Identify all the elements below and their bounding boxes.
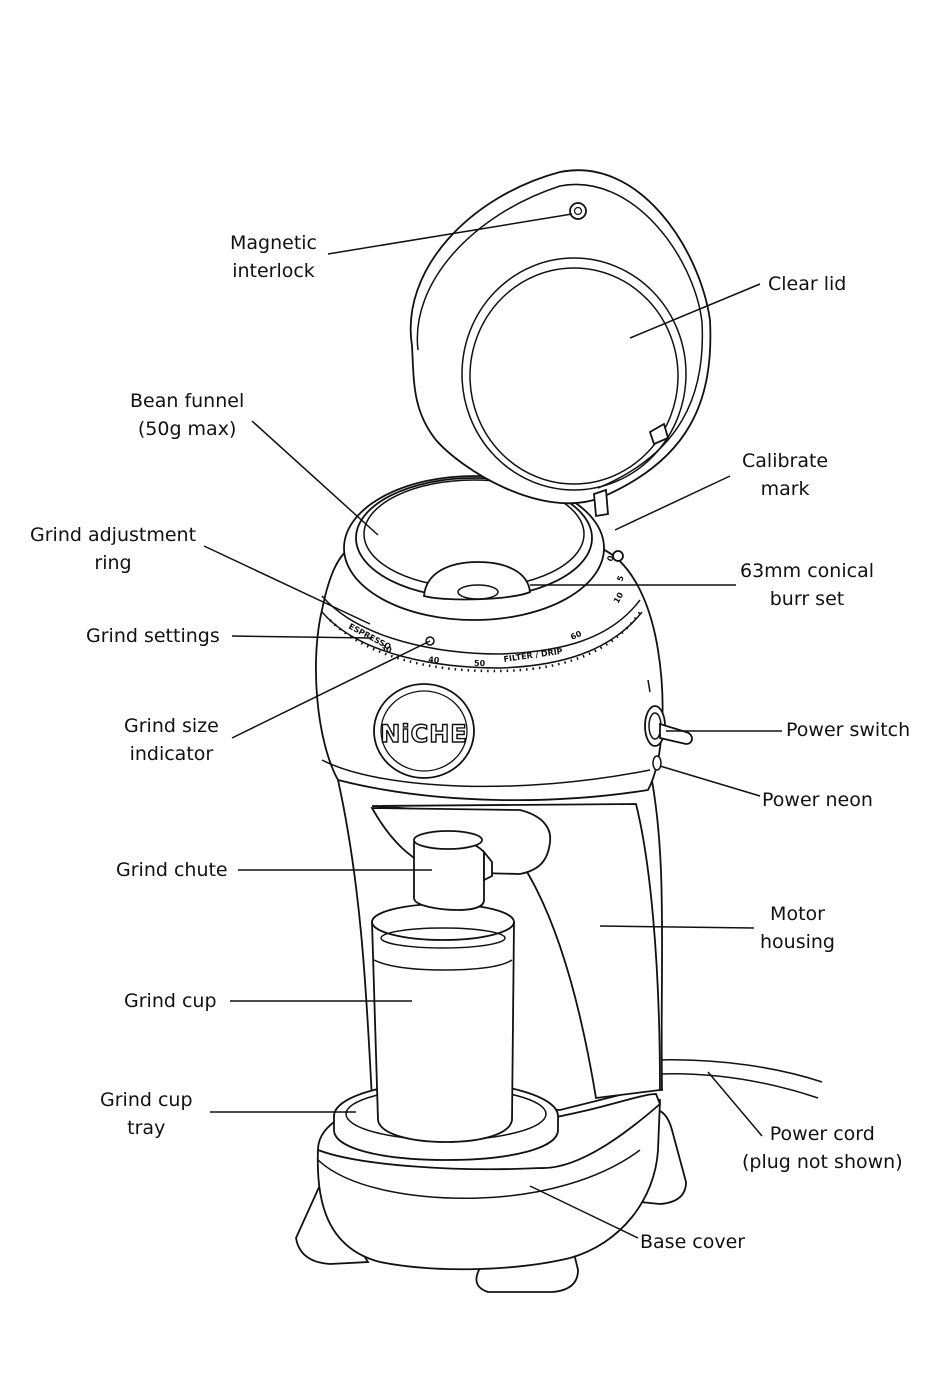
label-grind-chute: Grind chute bbox=[116, 859, 228, 881]
clear-lid-drawing bbox=[409, 169, 712, 518]
label-grind-cup: Grind cup bbox=[124, 990, 217, 1012]
leader-lines bbox=[203, 213, 782, 1239]
dial-mark: 50 bbox=[474, 659, 486, 668]
leader-motor-housing bbox=[599, 925, 755, 929]
leader-calibrate-mark bbox=[614, 475, 731, 531]
label-motor-housing: Motor housing bbox=[760, 903, 835, 953]
dial-mark: 5 bbox=[615, 574, 626, 583]
label-bean-funnel: Bean funnel (50g max) bbox=[130, 390, 245, 440]
label-conical-burr-set: 63mm conical burr set bbox=[740, 560, 874, 610]
label-grind-adjustment-ring: Grind adjustment ring bbox=[30, 524, 197, 574]
niche-logo-badge: NiCHE bbox=[373, 683, 475, 779]
leader-bean-funnel bbox=[251, 420, 379, 536]
bean-funnel-drawing bbox=[343, 475, 605, 621]
label-power-neon: Power neon bbox=[762, 789, 873, 811]
calibrate-mark-dot bbox=[612, 550, 624, 562]
niche-logo-text: NiCHE bbox=[380, 720, 467, 748]
label-power-cord: Power cord (plug not shown) bbox=[742, 1123, 903, 1173]
leader-power-neon bbox=[659, 765, 761, 797]
label-calibrate-mark: Calibrate mark bbox=[742, 450, 829, 500]
grind-chute-drawing bbox=[413, 830, 493, 911]
leader-power-cord bbox=[707, 1071, 763, 1137]
leader-magnetic-interlock bbox=[327, 213, 573, 255]
power-neon-lamp bbox=[652, 755, 662, 771]
dial-mark: 0 bbox=[605, 554, 616, 563]
magnetic-interlock-knob bbox=[569, 202, 587, 220]
leader-grind-settings bbox=[231, 635, 373, 639]
label-power-switch: Power switch bbox=[786, 719, 911, 741]
power-switch-drawing bbox=[644, 679, 693, 771]
dial-mark: 60 bbox=[569, 629, 583, 642]
label-grind-size-indicator: Grind size indicator bbox=[124, 715, 219, 765]
leader-grind-adjustment-ring bbox=[203, 545, 371, 625]
grind-cup-drawing bbox=[371, 903, 515, 1143]
label-grind-settings: Grind settings bbox=[86, 625, 220, 647]
leader-grind-size-indicator bbox=[231, 640, 431, 739]
dial-mark: 40 bbox=[428, 655, 440, 665]
label-magnetic-interlock: Magnetic interlock bbox=[230, 232, 318, 282]
leader-base-cover bbox=[529, 1185, 639, 1239]
power-cord-drawing bbox=[654, 1059, 823, 1099]
label-clear-lid: Clear lid bbox=[768, 273, 847, 295]
leader-clear-lid bbox=[629, 283, 761, 339]
label-base-cover: Base cover bbox=[640, 1231, 746, 1253]
label-grind-cup-tray: Grind cup tray bbox=[100, 1089, 193, 1139]
dial-mark: 30 bbox=[379, 643, 393, 655]
